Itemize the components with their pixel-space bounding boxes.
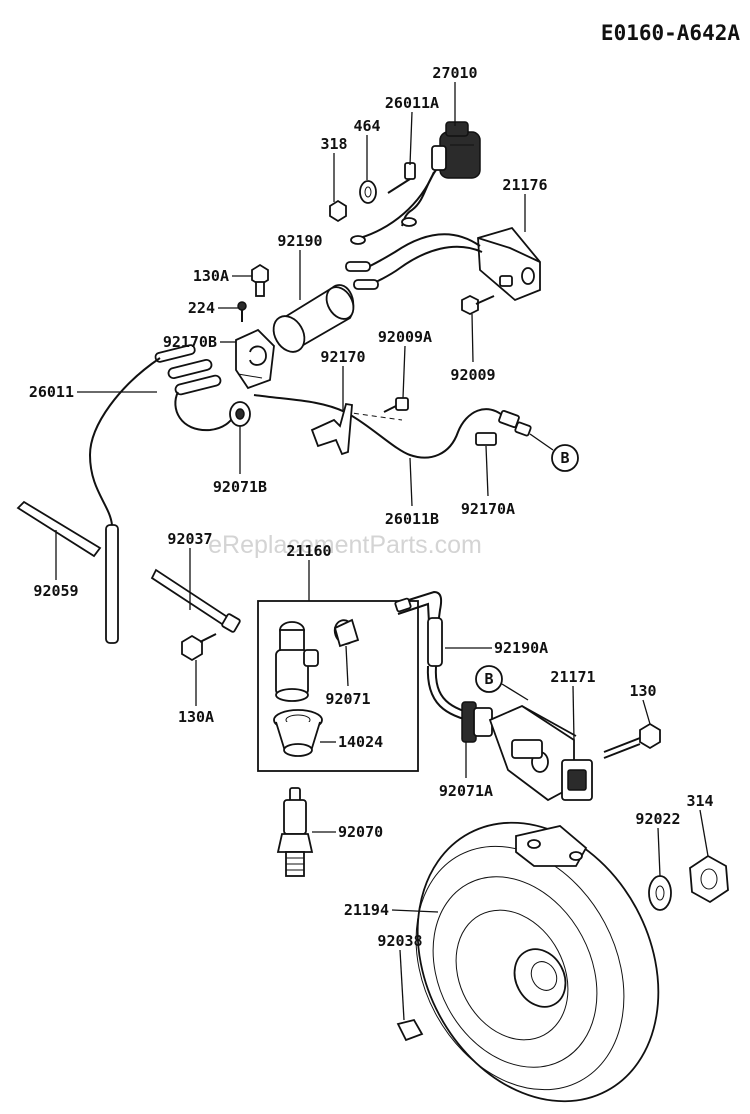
bolt-130a-top-part [251, 263, 269, 297]
callout-92038: 92038 [377, 932, 422, 950]
callout-92037: 92037 [167, 530, 212, 548]
washer-92022-part [648, 875, 672, 911]
callout-92170: 92170 [320, 348, 365, 366]
connector-b-top: B [529, 433, 579, 472]
clip-92170a-part [475, 432, 497, 446]
tube-92190-part [272, 284, 355, 353]
callout-21160: 21160 [286, 542, 331, 560]
callout-92071a: 92071A [439, 782, 493, 800]
connector-b-bottom: B [475, 665, 529, 701]
connector-b-top-label: B [560, 449, 569, 467]
callout-26011: 26011 [29, 383, 74, 401]
terminal-26011a-part [387, 162, 416, 194]
callout-21171: 21171 [550, 668, 595, 686]
bolt-130a-bottom-part [181, 633, 217, 662]
callout-14024: 14024 [338, 733, 383, 751]
screw-92009-part [461, 294, 495, 316]
spark-plug-92070-part [276, 787, 314, 877]
callout-92022: 92022 [635, 810, 680, 828]
callout-92059: 92059 [33, 582, 78, 600]
cable-26011-part [88, 344, 239, 644]
ignition-switch-part [431, 121, 481, 179]
callout-26011b: 26011B [385, 510, 439, 528]
grommet-92071a-part [461, 701, 493, 743]
holder-14024-part [273, 709, 323, 757]
callout-318: 318 [320, 135, 347, 153]
callout-92190: 92190 [277, 232, 322, 250]
callout-130a-top: 130A [193, 267, 229, 285]
flywheel-21194-part [415, 821, 660, 1103]
clamp-92170-part [310, 402, 353, 456]
diagram-code: E0160-A642A [601, 21, 740, 45]
callout-92070: 92070 [338, 823, 383, 841]
watermark: eReplacementParts.com [208, 531, 482, 559]
callout-314: 314 [686, 792, 713, 810]
rod-92059-part [16, 500, 102, 558]
callout-224: 224 [188, 299, 215, 317]
callout-92170a: 92170A [461, 500, 515, 518]
callout-92170b: 92170B [163, 333, 217, 351]
bracket-92170b-part [235, 328, 275, 390]
callout-130: 130 [629, 682, 656, 700]
nut-314-part [689, 854, 729, 904]
boot-92071-part [333, 618, 360, 648]
callout-92071: 92071 [325, 690, 370, 708]
ignition-coil-module-part [477, 226, 541, 302]
callout-92190a: 92190A [494, 639, 548, 657]
callout-21194: 21194 [344, 901, 389, 919]
nut-318-part [329, 199, 347, 223]
screw-224-part [237, 301, 247, 322]
callout-labels: 27010 26011A 464 318 21176 92190 130A 22… [29, 64, 714, 950]
harness-26011b-part [253, 394, 507, 459]
ignition-coil-21171-part [488, 704, 593, 802]
grommet-92071b-part [229, 401, 251, 427]
callout-130a-bottom: 130A [178, 708, 214, 726]
plug-cap-part [275, 621, 319, 702]
key-92038-part [396, 1018, 424, 1042]
callout-26011a: 26011A [385, 94, 439, 112]
lock-washer-part [359, 180, 377, 204]
band-92037-part [150, 568, 241, 633]
callout-27010: 27010 [432, 64, 477, 82]
screw-92009a-part [383, 397, 409, 413]
leader-lines [55, 82, 709, 1021]
callout-92071b: 92071B [213, 478, 267, 496]
connector-b-bottom-label: B [484, 670, 493, 688]
callout-92009: 92009 [450, 366, 495, 384]
callout-92009a: 92009A [378, 328, 432, 346]
callout-21176: 21176 [502, 176, 547, 194]
callout-464: 464 [353, 117, 380, 135]
bolt-130-part [603, 722, 661, 759]
